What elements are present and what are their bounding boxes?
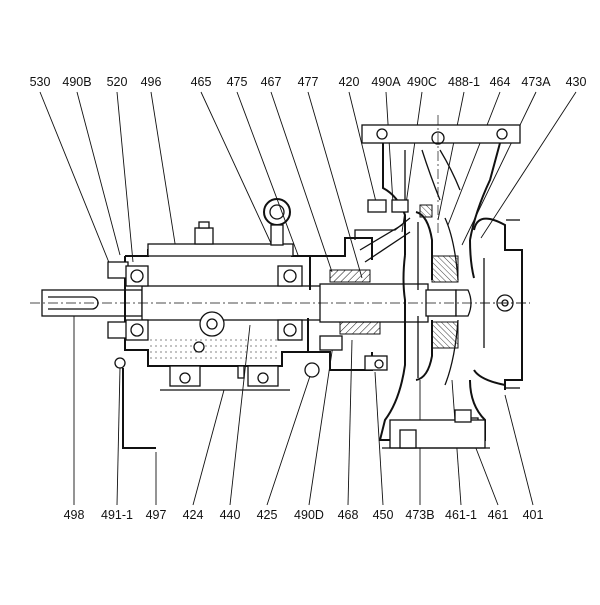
bottom-label-11: 461	[488, 508, 509, 522]
top-label-3: 496	[141, 75, 162, 89]
bearing-housing	[107, 198, 311, 449]
bottom-label-0: 498	[64, 508, 85, 522]
top-label-6: 467	[261, 75, 282, 89]
top-label-8: 420	[339, 75, 360, 89]
top-label-12: 464	[490, 75, 511, 89]
bottom-label-4: 440	[220, 508, 241, 522]
top-label-5: 475	[227, 75, 248, 89]
top-label-11: 488-1	[448, 75, 480, 89]
top-label-4: 465	[191, 75, 212, 89]
bottom-label-3: 424	[183, 508, 204, 522]
top-label-1: 490B	[62, 75, 91, 89]
bottom-label-10: 461-1	[445, 508, 477, 522]
top-label-10: 490C	[407, 75, 437, 89]
top-label-0: 530	[30, 75, 51, 89]
bottom-label-12: 401	[523, 508, 544, 522]
bottom-label-8: 450	[373, 508, 394, 522]
bottom-label-2: 497	[146, 508, 167, 522]
bottom-label-5: 425	[257, 508, 278, 522]
top-part-labels: 530 490B 520 496 465 475 467 477 420 490…	[30, 75, 587, 89]
top-label-2: 520	[107, 75, 128, 89]
pump-casing	[361, 115, 530, 449]
bottom-part-labels: 498 491-1 497 424 440 425 490D 468 450 4…	[64, 508, 544, 522]
top-label-7: 477	[298, 75, 319, 89]
bottom-label-9: 473B	[405, 508, 434, 522]
seal-chamber	[304, 217, 411, 378]
bottom-label-7: 468	[338, 508, 359, 522]
top-label-13: 473A	[521, 75, 551, 89]
bottom-label-6: 490D	[294, 508, 324, 522]
bottom-label-1: 491-1	[101, 508, 133, 522]
top-label-9: 490A	[371, 75, 401, 89]
top-label-14: 430	[566, 75, 587, 89]
